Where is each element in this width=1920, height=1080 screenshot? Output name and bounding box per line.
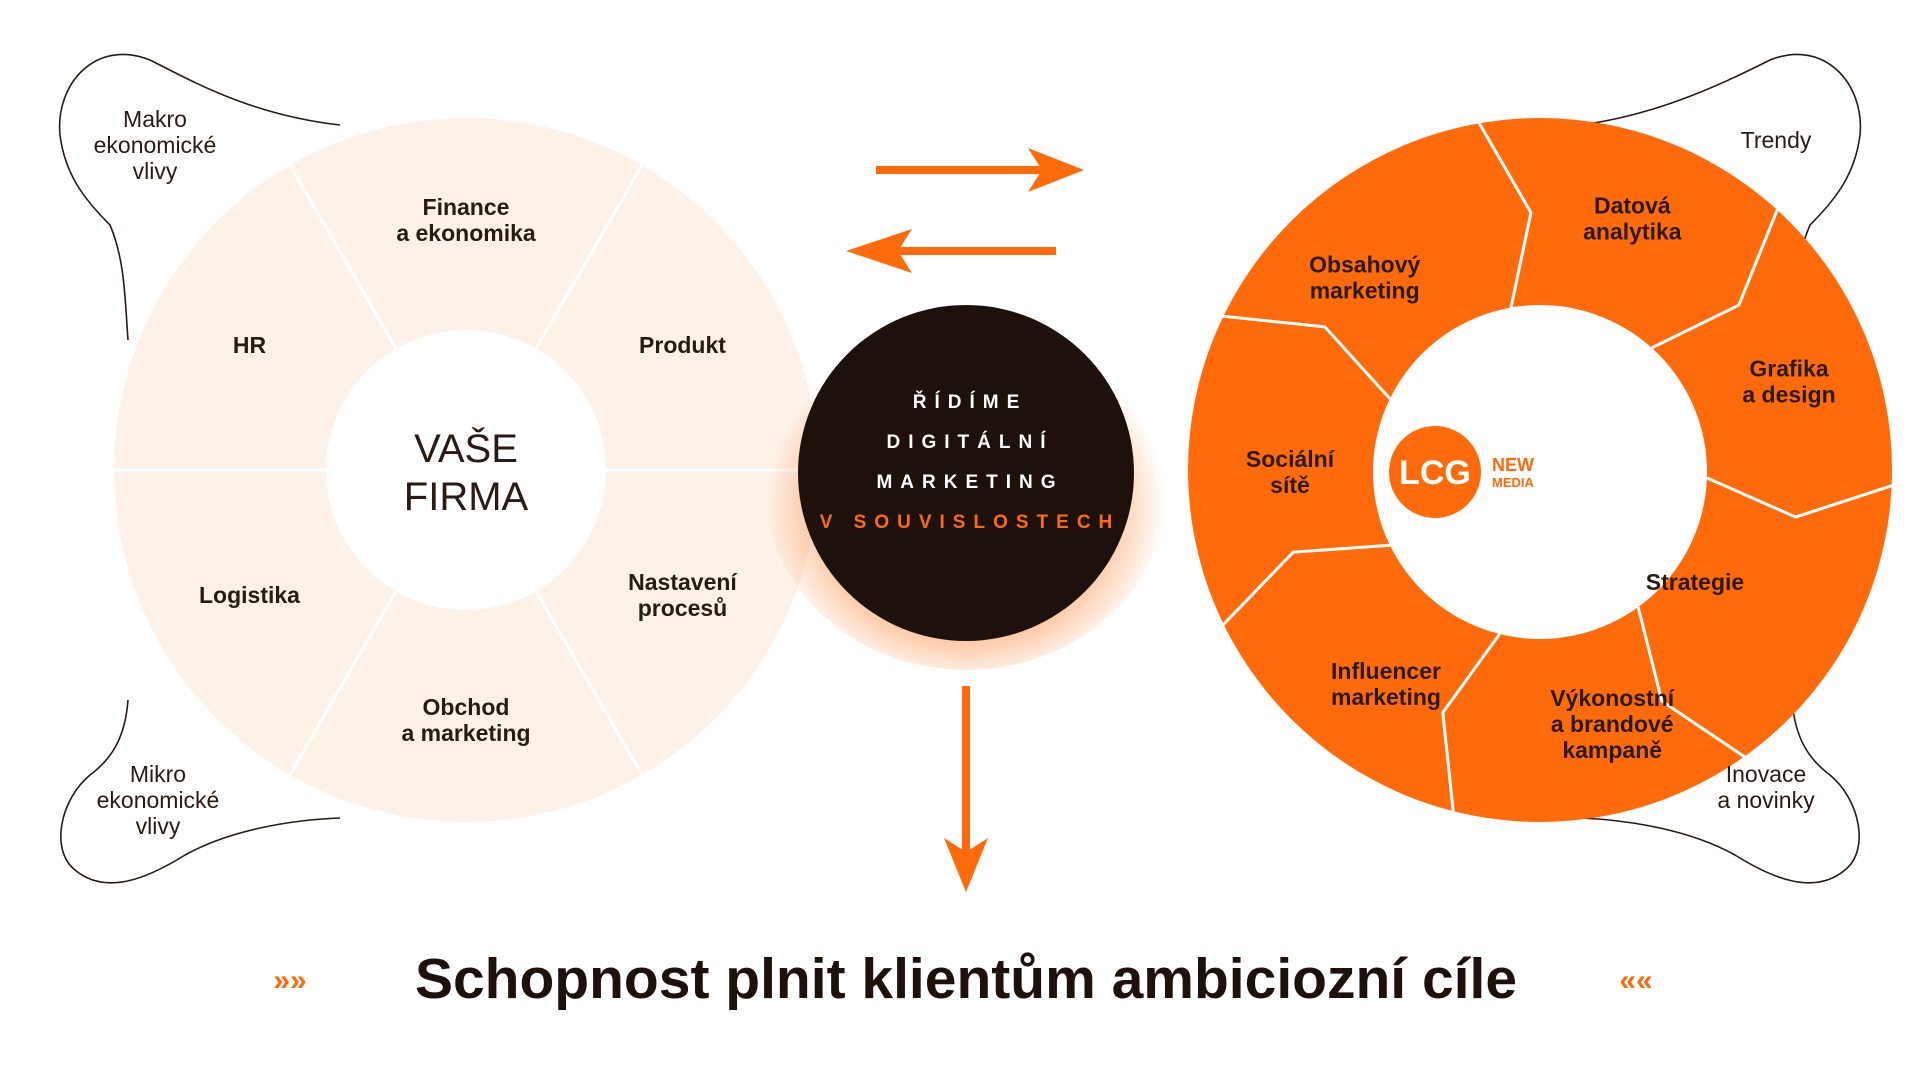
right-segment-label: kampaně <box>1562 737 1662 763</box>
right-divider <box>1651 206 1780 350</box>
left-segment-label: a ekonomika <box>396 220 536 246</box>
right-segment-label: Sociální <box>1246 446 1336 472</box>
left-segment-label: Finance <box>423 194 510 220</box>
right-divider <box>1476 120 1533 308</box>
left-segment-label: Nastavení <box>628 569 738 595</box>
hub-disc <box>798 305 1134 641</box>
center-title-line-1: VAŠE <box>414 426 518 471</box>
corner-bottom-left-3: vlivy <box>136 813 181 839</box>
left-segment-label: HR <box>233 332 267 358</box>
top-left-curve <box>58 53 341 341</box>
lcg-logo: LCG NEW MEDIA <box>1389 426 1535 518</box>
left-segment-label: Obchod <box>423 694 510 720</box>
right-segment-label: marketing <box>1310 277 1420 303</box>
hub-line-1: ŘÍDÍME <box>913 391 1028 413</box>
right-segment-label: Obsahový <box>1309 251 1420 277</box>
corner-top-right-1: Trendy <box>1741 127 1812 153</box>
left-divider <box>288 164 398 350</box>
right-divider <box>1636 606 1751 762</box>
left-divider <box>288 590 398 776</box>
right-segment-label: a design <box>1742 381 1835 407</box>
bottom-headline: »» Schopnost plnit klientům ambiciozní c… <box>273 947 1652 1011</box>
right-segment-label: analytika <box>1583 218 1682 244</box>
right-segment-label: a brandové <box>1551 711 1674 737</box>
left-segment-label: Logistika <box>199 582 300 608</box>
center-title-line-2: FIRMA <box>404 475 529 519</box>
right-divider <box>1706 476 1897 519</box>
right-segment-label: Výkonostní <box>1550 685 1676 711</box>
corner-bottom-left-2: ekonomické <box>97 787 220 813</box>
right-segment-label: Datová <box>1594 192 1671 218</box>
left-wheel-hole <box>326 330 606 610</box>
arrows <box>846 148 1084 892</box>
right-segment-label: Strategie <box>1646 569 1744 595</box>
left-divider <box>534 164 644 350</box>
left-segment-label: procesů <box>638 595 727 621</box>
right-divider <box>1441 633 1501 818</box>
corner-top-left-2: ekonomické <box>94 132 217 158</box>
logo-word-new: NEW <box>1492 455 1534 475</box>
right-segment-label: Grafika <box>1749 355 1828 381</box>
hub-line-3: MARKETING <box>876 472 1063 493</box>
right-divider <box>1218 543 1391 630</box>
right-divider <box>1219 314 1392 400</box>
arrow-down <box>944 686 988 892</box>
headline-title: Schopnost plnit klientům ambiciozní cíle <box>415 947 1517 1011</box>
corner-bottom-right-1: Inovace <box>1726 761 1807 787</box>
corner-labels: Makro ekonomické vlivy Mikro ekonomické … <box>94 106 1815 839</box>
left-segment-label: a marketing <box>401 720 530 746</box>
hub-line-2: DIGITÁLNÍ <box>887 431 1054 453</box>
bottom-right-curve <box>1579 699 1860 884</box>
central-hub: ŘÍDÍME DIGITÁLNÍ MARKETING V SOUVISLOSTE… <box>766 305 1166 670</box>
corner-bottom-right-2: a novinky <box>1717 787 1815 813</box>
lcg-logo-disc <box>1389 426 1481 518</box>
bottom-left-curve <box>60 699 341 884</box>
right-chevrons: «« <box>1619 964 1652 997</box>
right-segment-label: Influencer <box>1331 658 1441 684</box>
corner-top-left-3: vlivy <box>133 158 178 184</box>
left-segment-label: Produkt <box>639 332 726 358</box>
corner-bottom-left-1: Mikro <box>130 761 186 787</box>
right-wheel-hole <box>1373 305 1707 639</box>
logo-word-media: MEDIA <box>1492 475 1535 490</box>
right-segment-label: marketing <box>1331 684 1441 710</box>
right-segment-label: sítě <box>1270 472 1310 498</box>
left-chevrons: »» <box>273 964 306 997</box>
corner-top-left-1: Makro <box>123 106 187 132</box>
hub-line-4: V SOUVISLOSTECH <box>820 512 1121 533</box>
lcg-logo-mark: LCG <box>1399 454 1471 492</box>
arrow-left <box>846 229 1056 273</box>
arrow-right <box>876 148 1084 192</box>
left-divider <box>534 590 644 776</box>
outer-curves <box>58 53 1862 884</box>
right-wheel-dividers <box>1218 120 1897 818</box>
